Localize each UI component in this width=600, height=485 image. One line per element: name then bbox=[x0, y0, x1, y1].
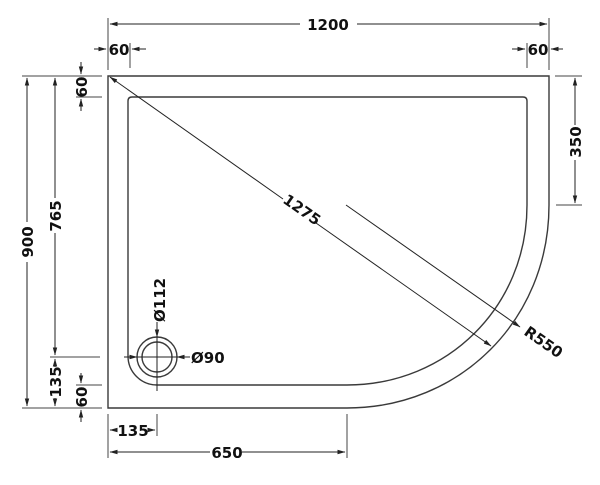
depth-to-waste-label: 765 bbox=[47, 200, 65, 231]
tray-inner-outline bbox=[127, 96, 528, 386]
top-left-rim-label: 60 bbox=[109, 41, 130, 59]
dim-left-top-rim bbox=[76, 62, 102, 111]
dim-bottom-straight-run bbox=[109, 414, 348, 458]
waste-horizontal-offset-label: 135 bbox=[117, 422, 148, 440]
dim-depth-to-waste bbox=[50, 77, 100, 358]
dim-right-straight-run bbox=[555, 75, 582, 206]
dim-overall-width bbox=[107, 18, 550, 70]
left-bottom-rim-label: 60 bbox=[73, 387, 91, 408]
overall-depth-label: 900 bbox=[19, 226, 37, 257]
dim-top-right-rim bbox=[512, 43, 563, 68]
dim-waste-horizontal-offset bbox=[107, 414, 158, 458]
tray-outer-outline bbox=[107, 75, 550, 409]
radius-label: R550 bbox=[521, 323, 566, 362]
diagonal-label: 1275 bbox=[280, 191, 325, 230]
left-top-rim-label: 60 bbox=[73, 77, 91, 98]
overall-width-label: 1200 bbox=[307, 16, 349, 34]
dim-diagonal bbox=[109, 76, 492, 347]
waste-outer-diameter-label: Ø112 bbox=[151, 278, 169, 322]
top-right-rim-label: 60 bbox=[528, 41, 549, 59]
dim-radius bbox=[345, 204, 521, 328]
waste-inner-diameter-label: Ø90 bbox=[191, 349, 225, 367]
dim-top-left-rim bbox=[94, 43, 146, 68]
right-straight-run-label: 350 bbox=[567, 126, 585, 157]
dim-overall-depth bbox=[22, 75, 102, 409]
waste-drain bbox=[124, 322, 190, 391]
dim-left-bottom-rim bbox=[76, 373, 102, 422]
waste-vertical-offset-label: 135 bbox=[47, 366, 65, 397]
bottom-straight-run-label: 650 bbox=[211, 444, 242, 462]
